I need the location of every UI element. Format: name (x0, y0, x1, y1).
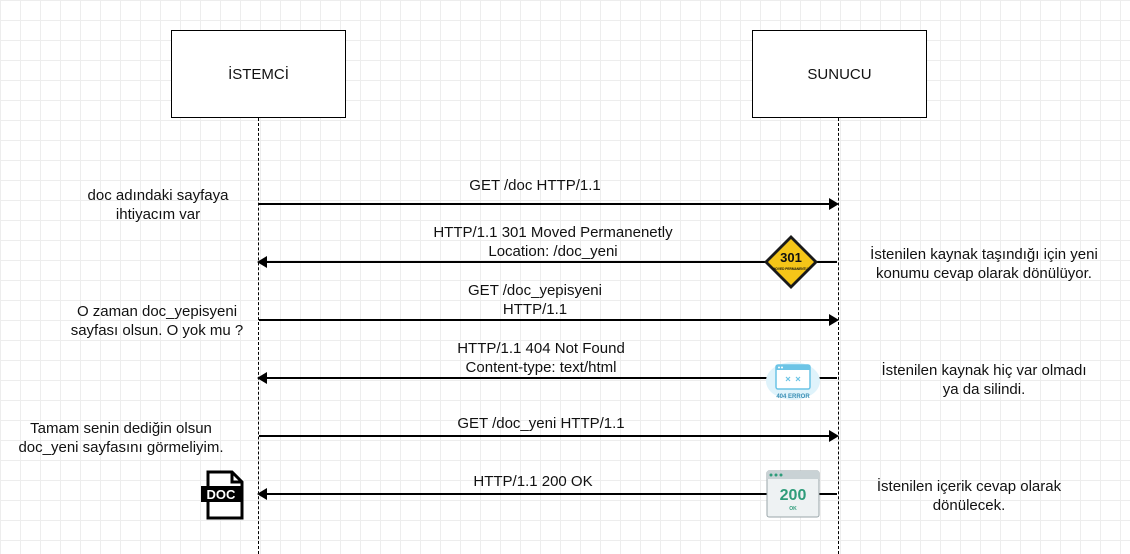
note-line: sayfası olsun. O yok mu ? (70, 322, 244, 339)
message-line: GET /doc HTTP/1.1 (469, 177, 601, 194)
message-arrow (259, 198, 839, 210)
svg-text:200: 200 (780, 487, 807, 504)
message-label: GET /doc_yeni HTTP/1.1 (380, 414, 702, 433)
note-line: O zaman doc_yepisyeni (76, 303, 238, 320)
note-line: doc adındaki sayfaya (87, 187, 229, 204)
svg-text:OK: OK (789, 506, 797, 512)
server-participant-box: SUNUCU (752, 30, 927, 118)
message-arrow (259, 314, 839, 326)
404-error-icon: 404 ERROR (764, 357, 822, 403)
moved-permanently-301-sign-icon: 301 MOVED PERMANENTLY (762, 233, 820, 291)
server-participant-label: SUNUCU (807, 65, 872, 83)
svg-text:DOC: DOC (207, 487, 237, 502)
server-note: İstenilen içerik cevap olarak dönülecek. (846, 477, 1092, 515)
client-participant-label: İSTEMCİ (228, 65, 289, 83)
client-note: Tamam senin dediğin olsun doc_yeni sayfa… (0, 419, 242, 457)
message-arrow (259, 430, 839, 442)
message-label: GET /doc HTTP/1.1 (380, 176, 690, 195)
message-label: HTTP/1.1 200 OK (380, 472, 686, 491)
svg-text:MOVED PERMANENTLY: MOVED PERMANENTLY (773, 267, 810, 271)
message-arrow (257, 256, 837, 268)
message-arrow (257, 488, 837, 500)
note-line: İstenilen kaynak hiç var olmadı (881, 362, 1087, 379)
doc-file-icon: DOC (200, 470, 246, 520)
200-ok-icon: 200 OK (766, 470, 820, 518)
message-line: GET /doc_yeni HTTP/1.1 (457, 415, 625, 432)
message-arrow (257, 372, 837, 384)
client-note: O zaman doc_yepisyeni sayfası olsun. O y… (52, 302, 262, 340)
server-note: İstenilen kaynak taşındığı için yeni kon… (846, 245, 1122, 283)
client-note: doc adındaki sayfaya ihtiyacım var (58, 186, 258, 224)
client-lifeline (258, 118, 259, 554)
server-note: İstenilen kaynak hiç var olmadı ya da si… (846, 361, 1122, 399)
message-line: HTTP/1.1 301 Moved Permanenetly (433, 224, 673, 241)
note-line: konumu cevap olarak dönülüyor. (876, 265, 1092, 282)
svg-text:301: 301 (780, 250, 802, 265)
message-line: HTTP/1.1 200 OK (473, 473, 593, 490)
note-line: İstenilen içerik cevap olarak (876, 478, 1062, 495)
message-line: HTTP/1.1 (502, 301, 568, 318)
message-line: HTTP/1.1 404 Not Found (457, 340, 625, 357)
message-line: GET /doc_yepisyeni (468, 282, 602, 299)
message-label: HTTP/1.1 301 Moved Permanenetly Location… (380, 223, 726, 261)
note-line: ihtiyacım var (115, 206, 201, 223)
message-label: HTTP/1.1 404 Not Found Content-type: tex… (380, 339, 702, 377)
note-line: ya da silindi. (942, 381, 1026, 398)
message-line: Location: /doc_yeni (488, 243, 618, 260)
message-label: GET /doc_yepisyeni HTTP/1.1 (380, 281, 690, 319)
note-line: İstenilen kaynak taşındığı için yeni (870, 246, 1098, 263)
svg-text:404 ERROR: 404 ERROR (776, 394, 810, 400)
note-line: doc_yeni sayfasını görmeliyim. (18, 439, 224, 456)
client-participant-box: İSTEMCİ (171, 30, 346, 118)
message-line: Content-type: text/html (465, 359, 617, 376)
server-lifeline (838, 118, 839, 554)
note-line: Tamam senin dediğin olsun (30, 420, 212, 437)
note-line: dönülecek. (932, 497, 1006, 514)
